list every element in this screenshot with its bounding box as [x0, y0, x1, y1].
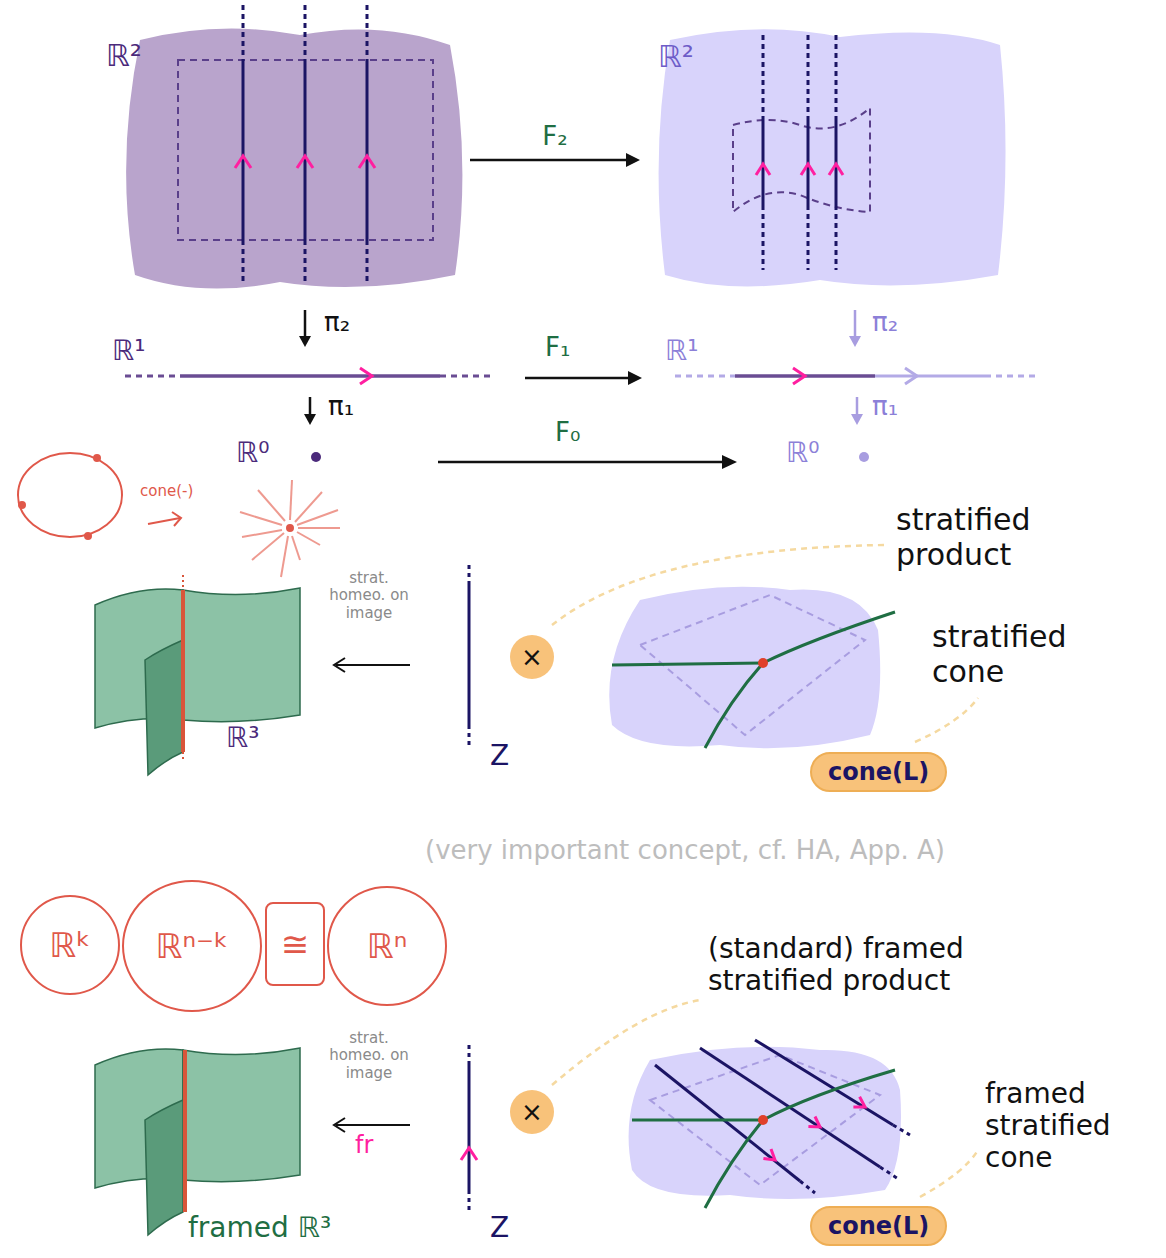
- homeo-arrow: [334, 1118, 410, 1132]
- space-circle: ℝⁿ⁻ᵏ: [122, 880, 262, 1012]
- cone-doodle: [18, 453, 340, 577]
- map-name: π₁: [872, 392, 898, 422]
- callout-note: framed stratified cone: [985, 1078, 1157, 1175]
- map-name: F₀: [555, 418, 580, 448]
- node-label: ℝ²: [106, 38, 142, 73]
- plane-region: ℝ²: [640, 25, 1010, 295]
- node-label: ×: [521, 642, 543, 672]
- product-symbol: ×: [510, 635, 554, 679]
- node-label: cone(L): [828, 758, 929, 786]
- doodle-note: cone(-): [140, 483, 193, 500]
- node-label: ℝ²: [658, 39, 694, 74]
- space-name: ℝ¹: [665, 335, 698, 367]
- node-label: ℝⁿ: [367, 926, 407, 966]
- cone-pill: cone(L): [810, 1206, 947, 1246]
- arrow-note: strat. homeo. on image: [328, 570, 410, 622]
- arrow-note: strat. homeo. on image: [328, 1030, 410, 1082]
- leader-line: [552, 1000, 978, 1197]
- leader-line: [552, 545, 978, 742]
- space-name: ℝ⁰: [786, 437, 819, 469]
- edge-label: F₂: [542, 122, 567, 152]
- map-name: fr: [355, 1132, 373, 1160]
- framed-cone-picture: [629, 1040, 910, 1208]
- z-line: [468, 565, 471, 745]
- framed-sheets: [95, 1048, 300, 1235]
- space-circle: ℝⁿ: [327, 886, 447, 1006]
- homeo-arrow: [334, 658, 410, 672]
- space-name: ℝ³: [226, 722, 259, 754]
- z-line: [461, 1045, 477, 1210]
- node-label: ×: [521, 1097, 543, 1127]
- region-outline: [100, 20, 470, 300]
- node-label: ℝⁿ⁻ᵏ: [156, 926, 229, 966]
- callout-note: stratified cone: [932, 620, 1122, 689]
- map-name: F₁: [545, 333, 570, 363]
- node-label: cone(L): [828, 1212, 929, 1240]
- projection-arrow-light: [849, 310, 863, 425]
- real-line-image: [675, 368, 1040, 384]
- cone-pill: cone(L): [810, 752, 947, 792]
- map-arrow: [470, 153, 640, 167]
- space-name: Z: [490, 740, 509, 772]
- plane-region: ℝ²: [100, 20, 470, 300]
- space-circle: ℝᵏ: [20, 895, 120, 995]
- map-name: π₂: [872, 308, 898, 338]
- space-name: Z: [490, 1212, 509, 1244]
- product-symbol: ×: [510, 1090, 554, 1134]
- stratified-sheets: [95, 575, 300, 775]
- map-name: π₁: [328, 392, 354, 422]
- node-label: ℝᵏ: [49, 925, 90, 965]
- cone-picture: [609, 587, 895, 749]
- point: [859, 452, 869, 462]
- iso-box: ≅: [265, 902, 325, 986]
- real-line: [125, 368, 490, 384]
- region-outline: [640, 25, 1010, 295]
- node-label: ≅: [281, 924, 310, 964]
- side-note: (very important concept, cf. HA, App. A): [425, 836, 945, 866]
- callout-note: stratified product: [896, 503, 1116, 572]
- space-name: ℝ⁰: [236, 437, 269, 469]
- space-name: ℝ¹: [112, 335, 145, 367]
- map-arrow: [438, 371, 737, 469]
- projection-arrow: [299, 310, 316, 425]
- callout-note: (standard) framed stratified product: [708, 933, 993, 997]
- space-name: framed ℝ³: [188, 1212, 331, 1244]
- point: [311, 452, 321, 462]
- map-name: π₂: [324, 308, 350, 338]
